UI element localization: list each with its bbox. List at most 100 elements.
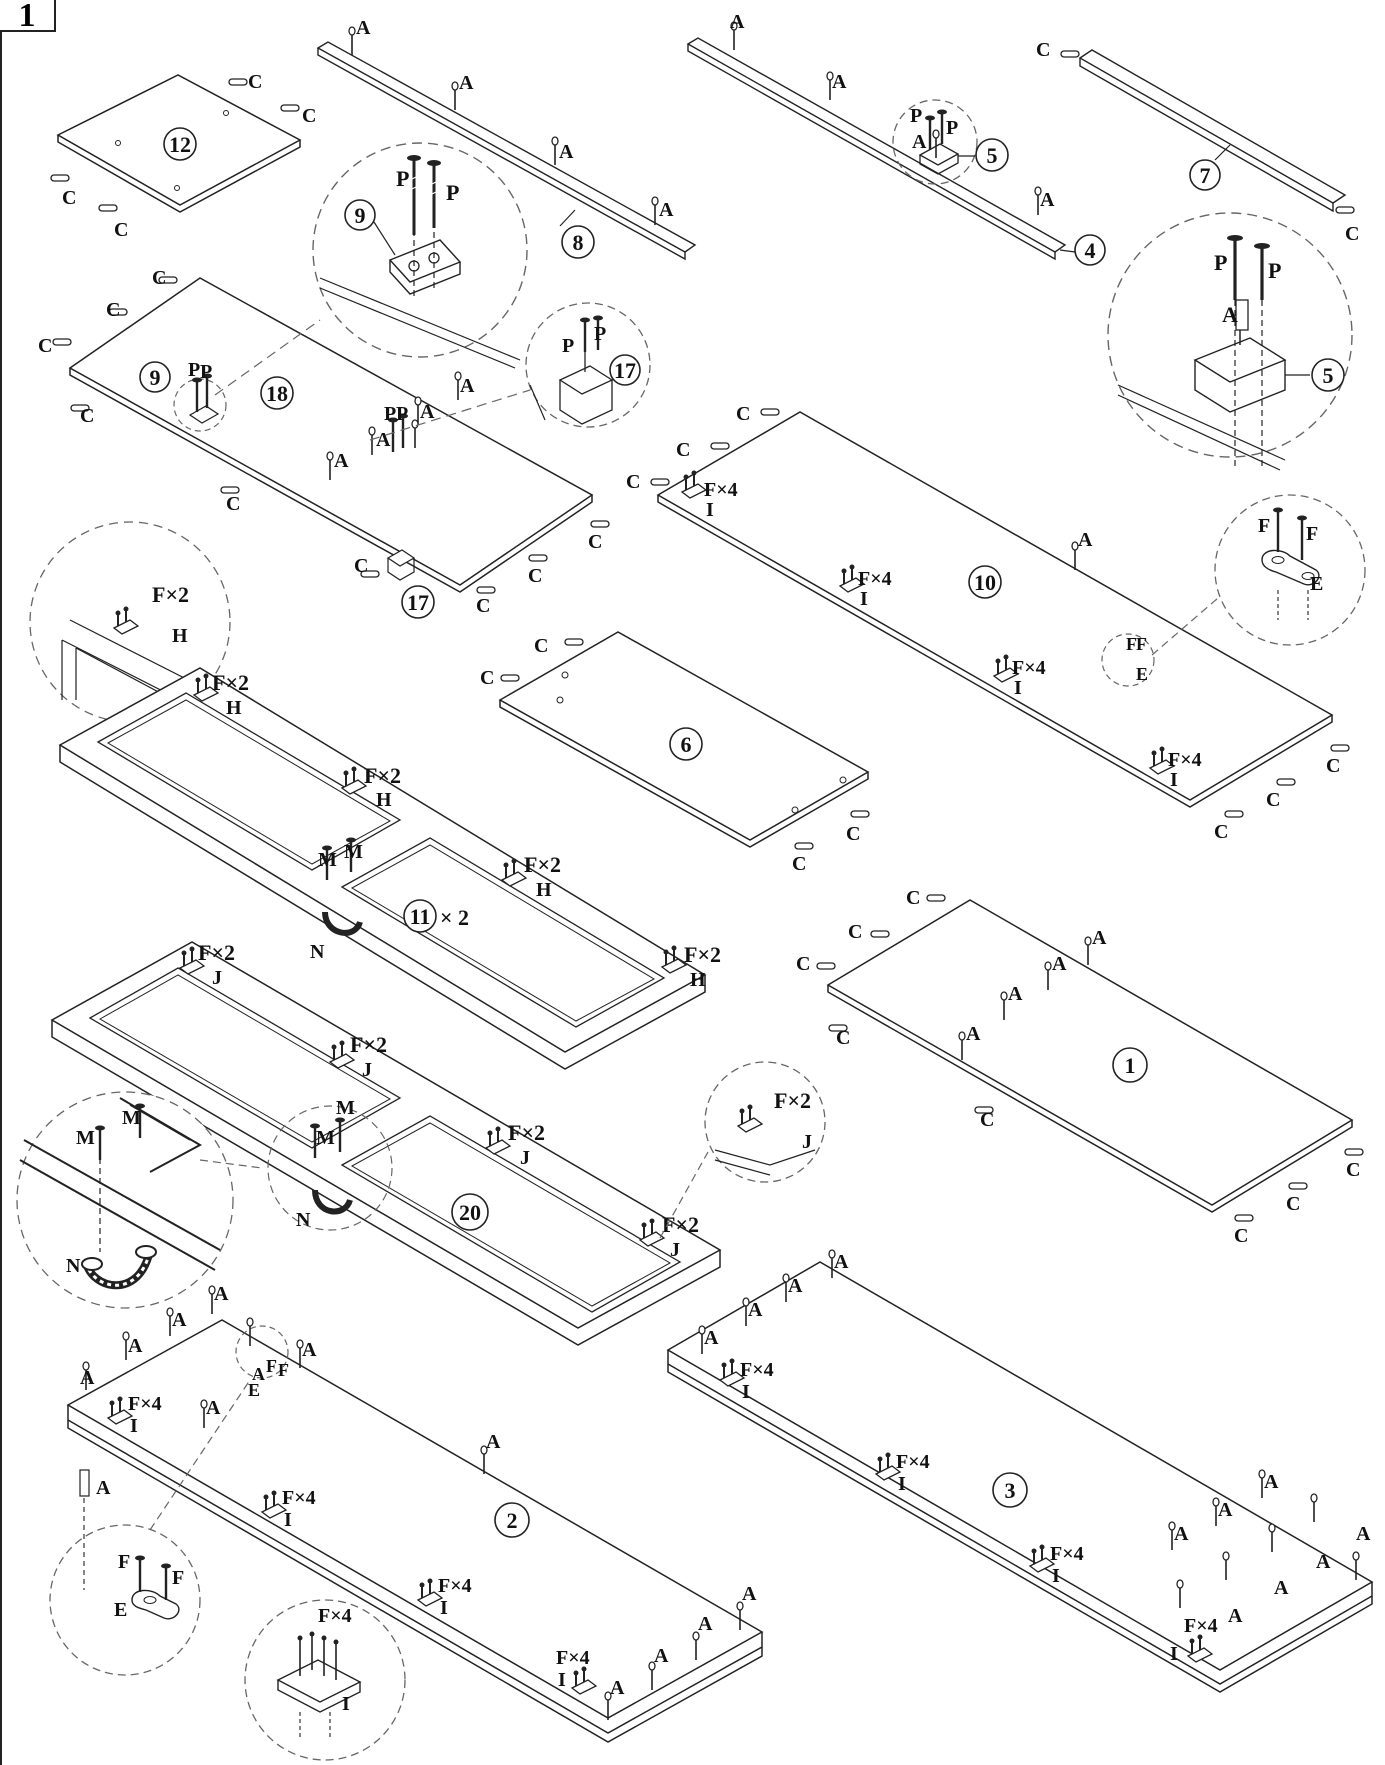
label-fx2: F×2: [524, 852, 561, 877]
label-c: C: [528, 565, 542, 587]
label-c: C: [226, 493, 240, 515]
label-p: P: [946, 117, 958, 139]
label-fx4: F×4: [740, 1359, 774, 1381]
label-fx4: F×4: [1184, 1615, 1218, 1637]
rail-4: [686, 37, 1067, 261]
label-a: A: [912, 131, 927, 153]
label-fx2: F×2: [508, 1120, 545, 1145]
part-number-4: 4: [1085, 238, 1096, 263]
page-frame-left: [0, 0, 2, 1765]
label-p: P: [1268, 258, 1281, 283]
label-c: C: [588, 531, 602, 553]
label-i: I: [706, 499, 714, 521]
label-f: F: [172, 1567, 184, 1589]
part-number-circle: [163, 127, 197, 161]
label-i: I: [1052, 1565, 1060, 1587]
label-m: M: [318, 849, 337, 871]
panel-18: [68, 277, 594, 593]
label-a: A: [1316, 1551, 1331, 1573]
label-a: A: [742, 1583, 757, 1605]
detail-circle-hinge-i: [244, 1599, 406, 1761]
label-c: C: [846, 823, 860, 845]
label-a: A: [698, 1613, 713, 1635]
label-a: A: [1040, 189, 1055, 211]
label-c: C: [80, 405, 94, 427]
label-fx4: F×4: [858, 568, 892, 590]
label-i: I: [284, 1509, 292, 1531]
label-i: I: [342, 1693, 350, 1715]
detail-circle-handle-n: [16, 1091, 263, 1309]
label-a: A: [376, 429, 391, 451]
label-fx4: F×4: [1168, 749, 1202, 771]
label-c: C: [480, 667, 494, 689]
part-number-circle: [344, 199, 376, 231]
label-c: C: [476, 595, 490, 617]
label-a: A: [1356, 1523, 1371, 1545]
label-e: E: [248, 1380, 260, 1400]
part-number-8: 8: [573, 230, 584, 255]
label-a: A: [730, 11, 745, 33]
label-a: A: [704, 1327, 719, 1349]
label-a: A: [356, 17, 371, 39]
label-c: C: [1346, 1159, 1360, 1181]
label-fx4: F×4: [438, 1575, 472, 1597]
label-p: P: [396, 403, 408, 425]
label-a: A: [1008, 983, 1023, 1005]
label-c: C: [792, 853, 806, 875]
label-c: C: [626, 471, 640, 493]
label-c: C: [736, 403, 750, 425]
label-c: C: [1266, 789, 1280, 811]
label-j: J: [802, 1131, 812, 1153]
label-a: A: [206, 1397, 221, 1419]
label-a: A: [1274, 1577, 1289, 1599]
door-11: [58, 667, 707, 1070]
door-20: [50, 941, 722, 1346]
label-j: J: [362, 1059, 372, 1081]
label-a: A: [128, 1335, 143, 1357]
label-a: A: [420, 401, 435, 423]
label-h: H: [690, 969, 706, 991]
part-number-18: 18: [266, 381, 288, 406]
label-fx2: F×2: [198, 940, 235, 965]
part-number-circle: [1189, 159, 1221, 191]
detail-circle-cam-e-lower: [49, 1379, 251, 1676]
label-p: P: [200, 361, 212, 383]
label-c: C: [106, 299, 120, 321]
label-c: C: [62, 187, 76, 209]
label-fx4: F×4: [282, 1487, 316, 1509]
label-a: A: [96, 1477, 111, 1499]
label-i: I: [742, 1381, 750, 1403]
label-fx4: F×4: [896, 1451, 930, 1473]
label-a: A: [1052, 953, 1067, 975]
label-c: C: [1234, 1225, 1248, 1247]
label-fx4: F×4: [128, 1393, 162, 1415]
label-f: F: [1258, 515, 1270, 537]
part-number-1: 1: [1125, 1053, 1136, 1078]
detail-circle-part-17: [525, 302, 651, 428]
label-f: F: [1306, 523, 1318, 545]
label-n: N: [296, 1209, 311, 1231]
label-a: A: [1222, 302, 1238, 327]
label-j: J: [520, 1147, 530, 1169]
label-j: J: [212, 967, 222, 989]
label-a: A: [748, 1299, 763, 1321]
part-number-circle: [260, 376, 294, 410]
label-fx4: F×4: [318, 1605, 352, 1627]
step-number-box: 1: [0, 0, 56, 32]
label-fx4: F×4: [556, 1647, 590, 1669]
label-fx4: F×4: [1050, 1543, 1084, 1565]
label-h: H: [226, 697, 242, 719]
part-number-circle: [139, 361, 171, 393]
label-f: F: [278, 1360, 289, 1380]
label-a: A: [1264, 1471, 1279, 1493]
part-number-11: 11: [410, 904, 431, 929]
part-number-circle: [401, 585, 435, 619]
label-p: P: [594, 323, 606, 345]
label-c: C: [1345, 223, 1359, 245]
label-h: H: [172, 625, 188, 647]
label-a: A: [659, 199, 674, 221]
label-p: P: [910, 105, 922, 127]
label-a: A: [610, 1677, 625, 1699]
part-number-circle: [609, 354, 641, 386]
